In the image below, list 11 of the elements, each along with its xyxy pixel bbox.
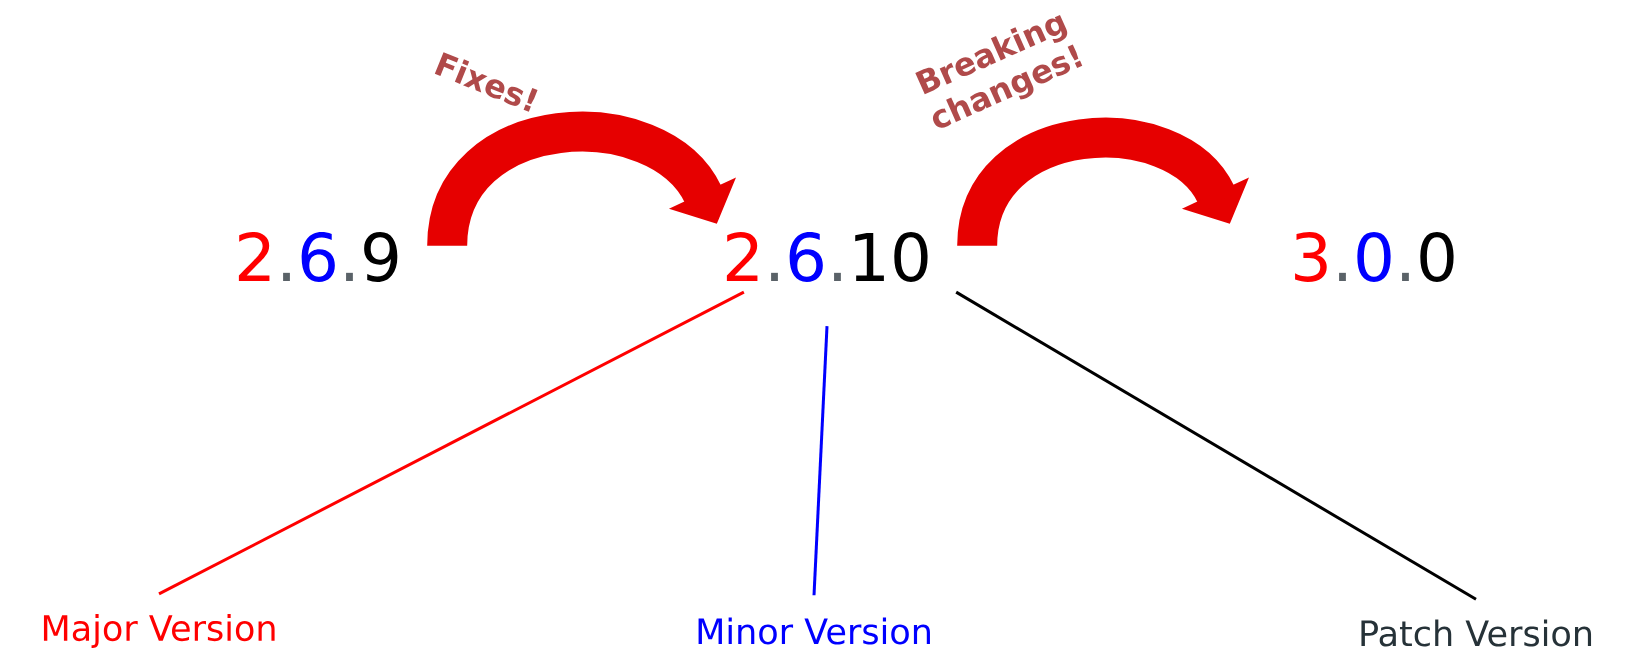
leader-line	[812, 326, 829, 596]
leader-line	[955, 290, 1477, 601]
leader-line	[158, 290, 745, 596]
version-label: Minor Version	[698, 617, 930, 645]
curved-arrow	[427, 111, 736, 249]
version-number: 2 . 6 . 10	[726, 232, 928, 282]
curved-arrow	[957, 117, 1249, 249]
version-number: 2 . 6 . 9	[238, 232, 398, 282]
version-number: 3 . 0 . 0	[1295, 232, 1454, 282]
version-label: Patch Version	[1361, 619, 1592, 647]
version-label: Major Version	[43, 614, 275, 648]
